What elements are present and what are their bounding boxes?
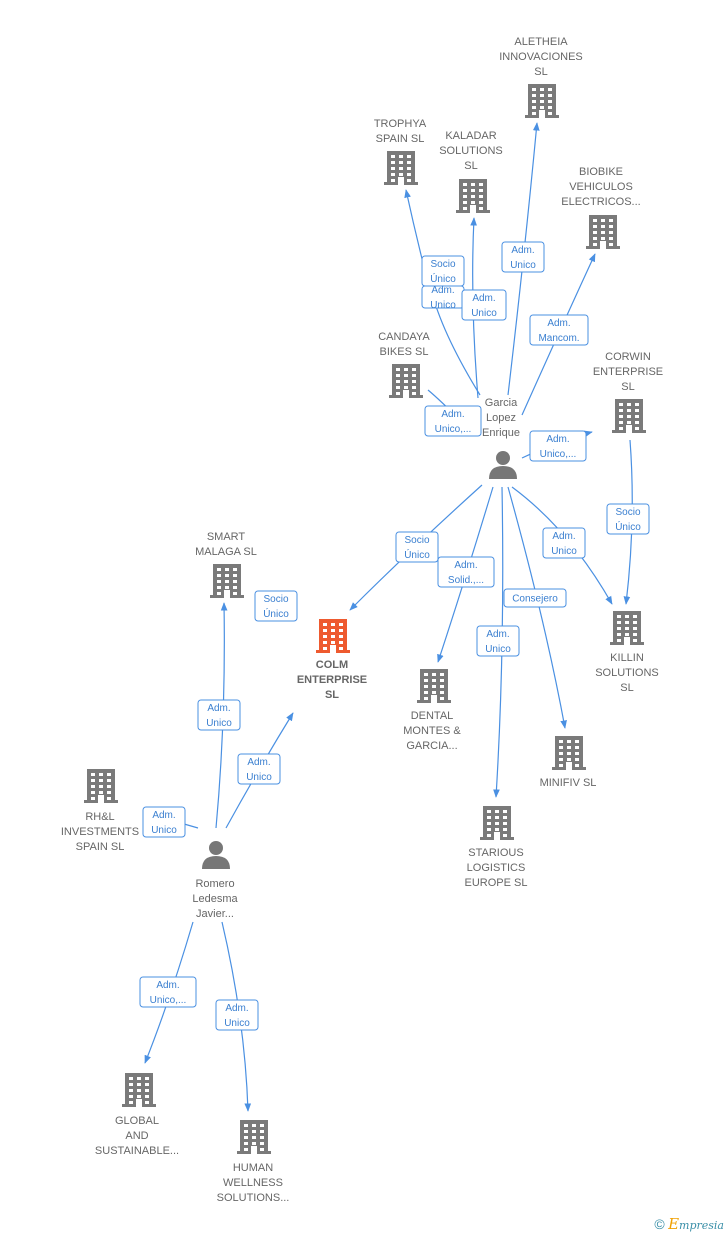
company-name-minifiv: MINIFIV SL	[540, 777, 597, 789]
building-icon	[525, 84, 559, 118]
person-icon	[489, 451, 517, 479]
svg-text:Adm.Unico,...: Adm.Unico,...	[540, 434, 577, 460]
edge-label-garcia-candaya[interactable]: Adm.Unico	[421, 285, 465, 311]
svg-text:Adm.Mancom.: Adm.Mancom.	[538, 318, 579, 344]
edge-label-romero-global[interactable]: Adm.Unico,...	[139, 976, 197, 1008]
svg-text:Adm.Unico: Adm.Unico	[224, 1003, 250, 1029]
svg-text:Adm.Unico,...: Adm.Unico,...	[150, 980, 187, 1006]
svg-text:Adm.Unico: Adm.Unico	[151, 810, 177, 836]
building-icon-focus	[316, 619, 350, 653]
building-icon	[237, 1120, 271, 1154]
edge-label-romero-rhl[interactable]: Adm.Unico	[142, 806, 186, 838]
edge-garcia-minifiv	[507, 486, 567, 729]
svg-text:Adm.Unico: Adm.Unico	[485, 629, 511, 655]
building-icon	[552, 736, 586, 770]
building-icon	[384, 151, 418, 185]
building-icon	[612, 399, 646, 433]
edge-label-garcia-starious[interactable]: Adm.Unico	[476, 625, 520, 657]
edge-label-garcia-kaladar[interactable]: Adm.Unico	[461, 289, 507, 321]
edge-label-garcia-unico-left[interactable]: Adm.Unico,...	[424, 405, 482, 437]
svg-text:Adm.Unico: Adm.Unico	[471, 293, 497, 319]
edge-label-romero-smart[interactable]: Adm.Unico	[197, 699, 241, 731]
svg-text:Consejero: Consejero	[512, 594, 558, 605]
edge-label-garcia-corwin[interactable]: Adm.Unico,...	[529, 430, 587, 462]
svg-text:Adm.Solid.,...: Adm.Solid.,...	[448, 560, 484, 586]
footer-brand: © Empresia	[654, 1215, 724, 1233]
brand-logo-initial: E	[668, 1215, 680, 1233]
svg-text:Adm.Unico: Adm.Unico	[206, 703, 232, 729]
copyright-icon: ©	[654, 1216, 665, 1232]
person-icon	[202, 841, 230, 869]
building-icon	[84, 769, 118, 803]
svg-text:Adm.Unico,...: Adm.Unico,...	[435, 409, 472, 435]
edge-label-garcia-biobike[interactable]: Adm.Mancom.	[529, 314, 589, 346]
building-icon	[122, 1073, 156, 1107]
svg-text:Adm.Unico: Adm.Unico	[246, 757, 272, 783]
edge-label-romero-human[interactable]: Adm.Unico	[215, 999, 259, 1031]
company-node-minifiv[interactable]: MINIFIV SL	[540, 736, 597, 789]
building-icon	[480, 806, 514, 840]
brand-logo-text: mpresia	[679, 1219, 724, 1232]
building-icon	[389, 364, 423, 398]
building-icon	[586, 215, 620, 249]
building-icon	[417, 669, 451, 703]
edge-label-garcia-minifiv[interactable]: Consejero	[503, 588, 567, 608]
edge-label-romero-colm[interactable]: Adm.Unico	[237, 753, 281, 785]
edge-label-garcia-aletheia[interactable]: Adm.Unico	[501, 241, 545, 273]
svg-text:Adm.Unico: Adm.Unico	[510, 245, 536, 271]
svg-text:Adm.Unico: Adm.Unico	[551, 531, 577, 557]
svg-text:Adm.Unico: Adm.Unico	[430, 285, 456, 311]
building-icon	[456, 179, 490, 213]
edge-label-garcia-killin[interactable]: Adm.Unico	[542, 527, 586, 559]
edge-label-garcia-dental[interactable]: Adm.Solid.,...	[437, 556, 495, 588]
building-icon	[210, 564, 244, 598]
building-icon	[610, 611, 644, 645]
